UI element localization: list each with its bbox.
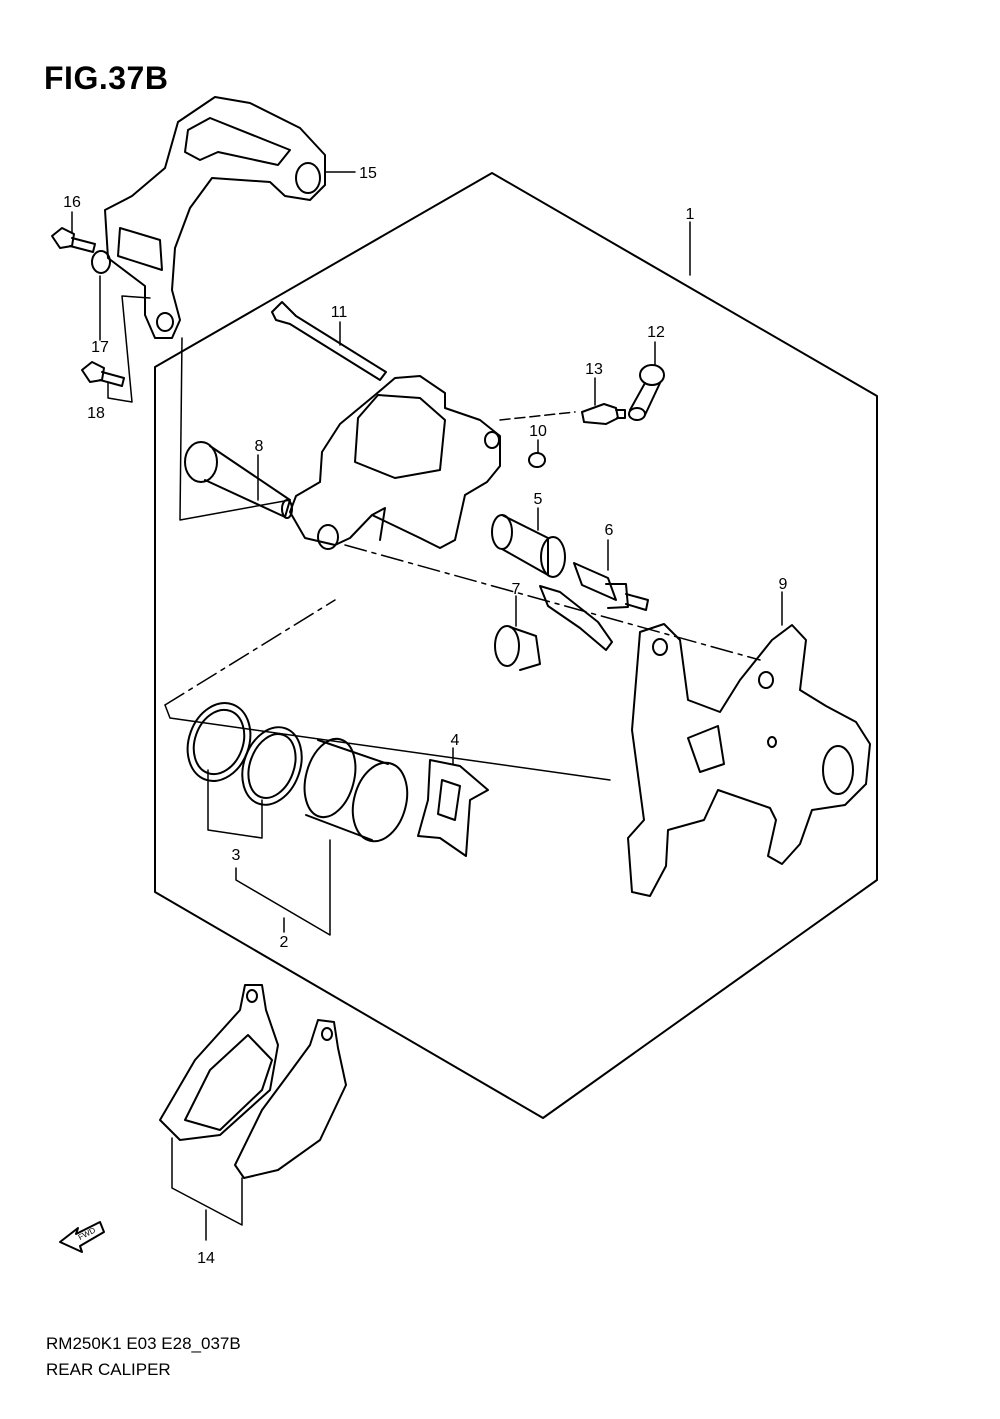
callout-8: 8 [255,438,264,455]
boot-5 [491,514,566,578]
callout-16: 16 [63,194,81,211]
callout-12: 12 [647,324,665,341]
callout-6: 6 [605,522,614,539]
callout-9: 9 [779,576,788,593]
brake-pads-14 [159,984,347,1179]
bleeder-13 [581,403,626,425]
seal-3c [241,726,303,806]
callout-4: 4 [451,732,460,749]
callout-5: 5 [534,491,543,508]
callout-14: 14 [197,1250,215,1267]
callout-17: 17 [91,339,109,356]
assembly-outline [154,172,878,1119]
seal-3d [247,733,297,799]
callout-3: 3 [232,847,241,864]
bleeder-cap-12 [628,364,665,421]
callout-7: 7 [512,581,521,598]
callout-2: 2 [280,934,289,951]
callout-18: 18 [87,405,105,422]
callout-1: 1 [686,206,695,223]
bolt-16 [51,227,96,253]
pin-8 [184,441,293,519]
ring-10 [528,452,546,468]
figure-name: REAR CALIPER [46,1360,171,1379]
caliper-body [289,375,501,550]
fwd-arrow-icon [59,1221,105,1253]
bolt-18 [81,361,125,387]
pad-spring [539,585,613,651]
figure-title: FIG.37B [44,60,169,96]
pin-11 [271,301,387,381]
callout-11: 11 [331,304,348,321]
washer-17 [91,250,111,274]
piston-2 [303,737,409,843]
callout-15: 15 [359,165,377,182]
pad-spring-4 [417,759,489,857]
model-code: RM250K1 E03 E28_037B [46,1334,241,1353]
leader-lines [71,171,783,1241]
callout-10: 10 [529,423,547,440]
boot-7 [494,625,541,671]
caliper-holder-9 [627,623,871,897]
bracket-part [104,96,326,339]
callout-13: 13 [585,361,603,378]
callout-labels: 1 2 3 4 5 6 7 8 9 10 11 12 13 14 15 16 1… [63,165,787,1267]
pin-6 [573,562,649,611]
